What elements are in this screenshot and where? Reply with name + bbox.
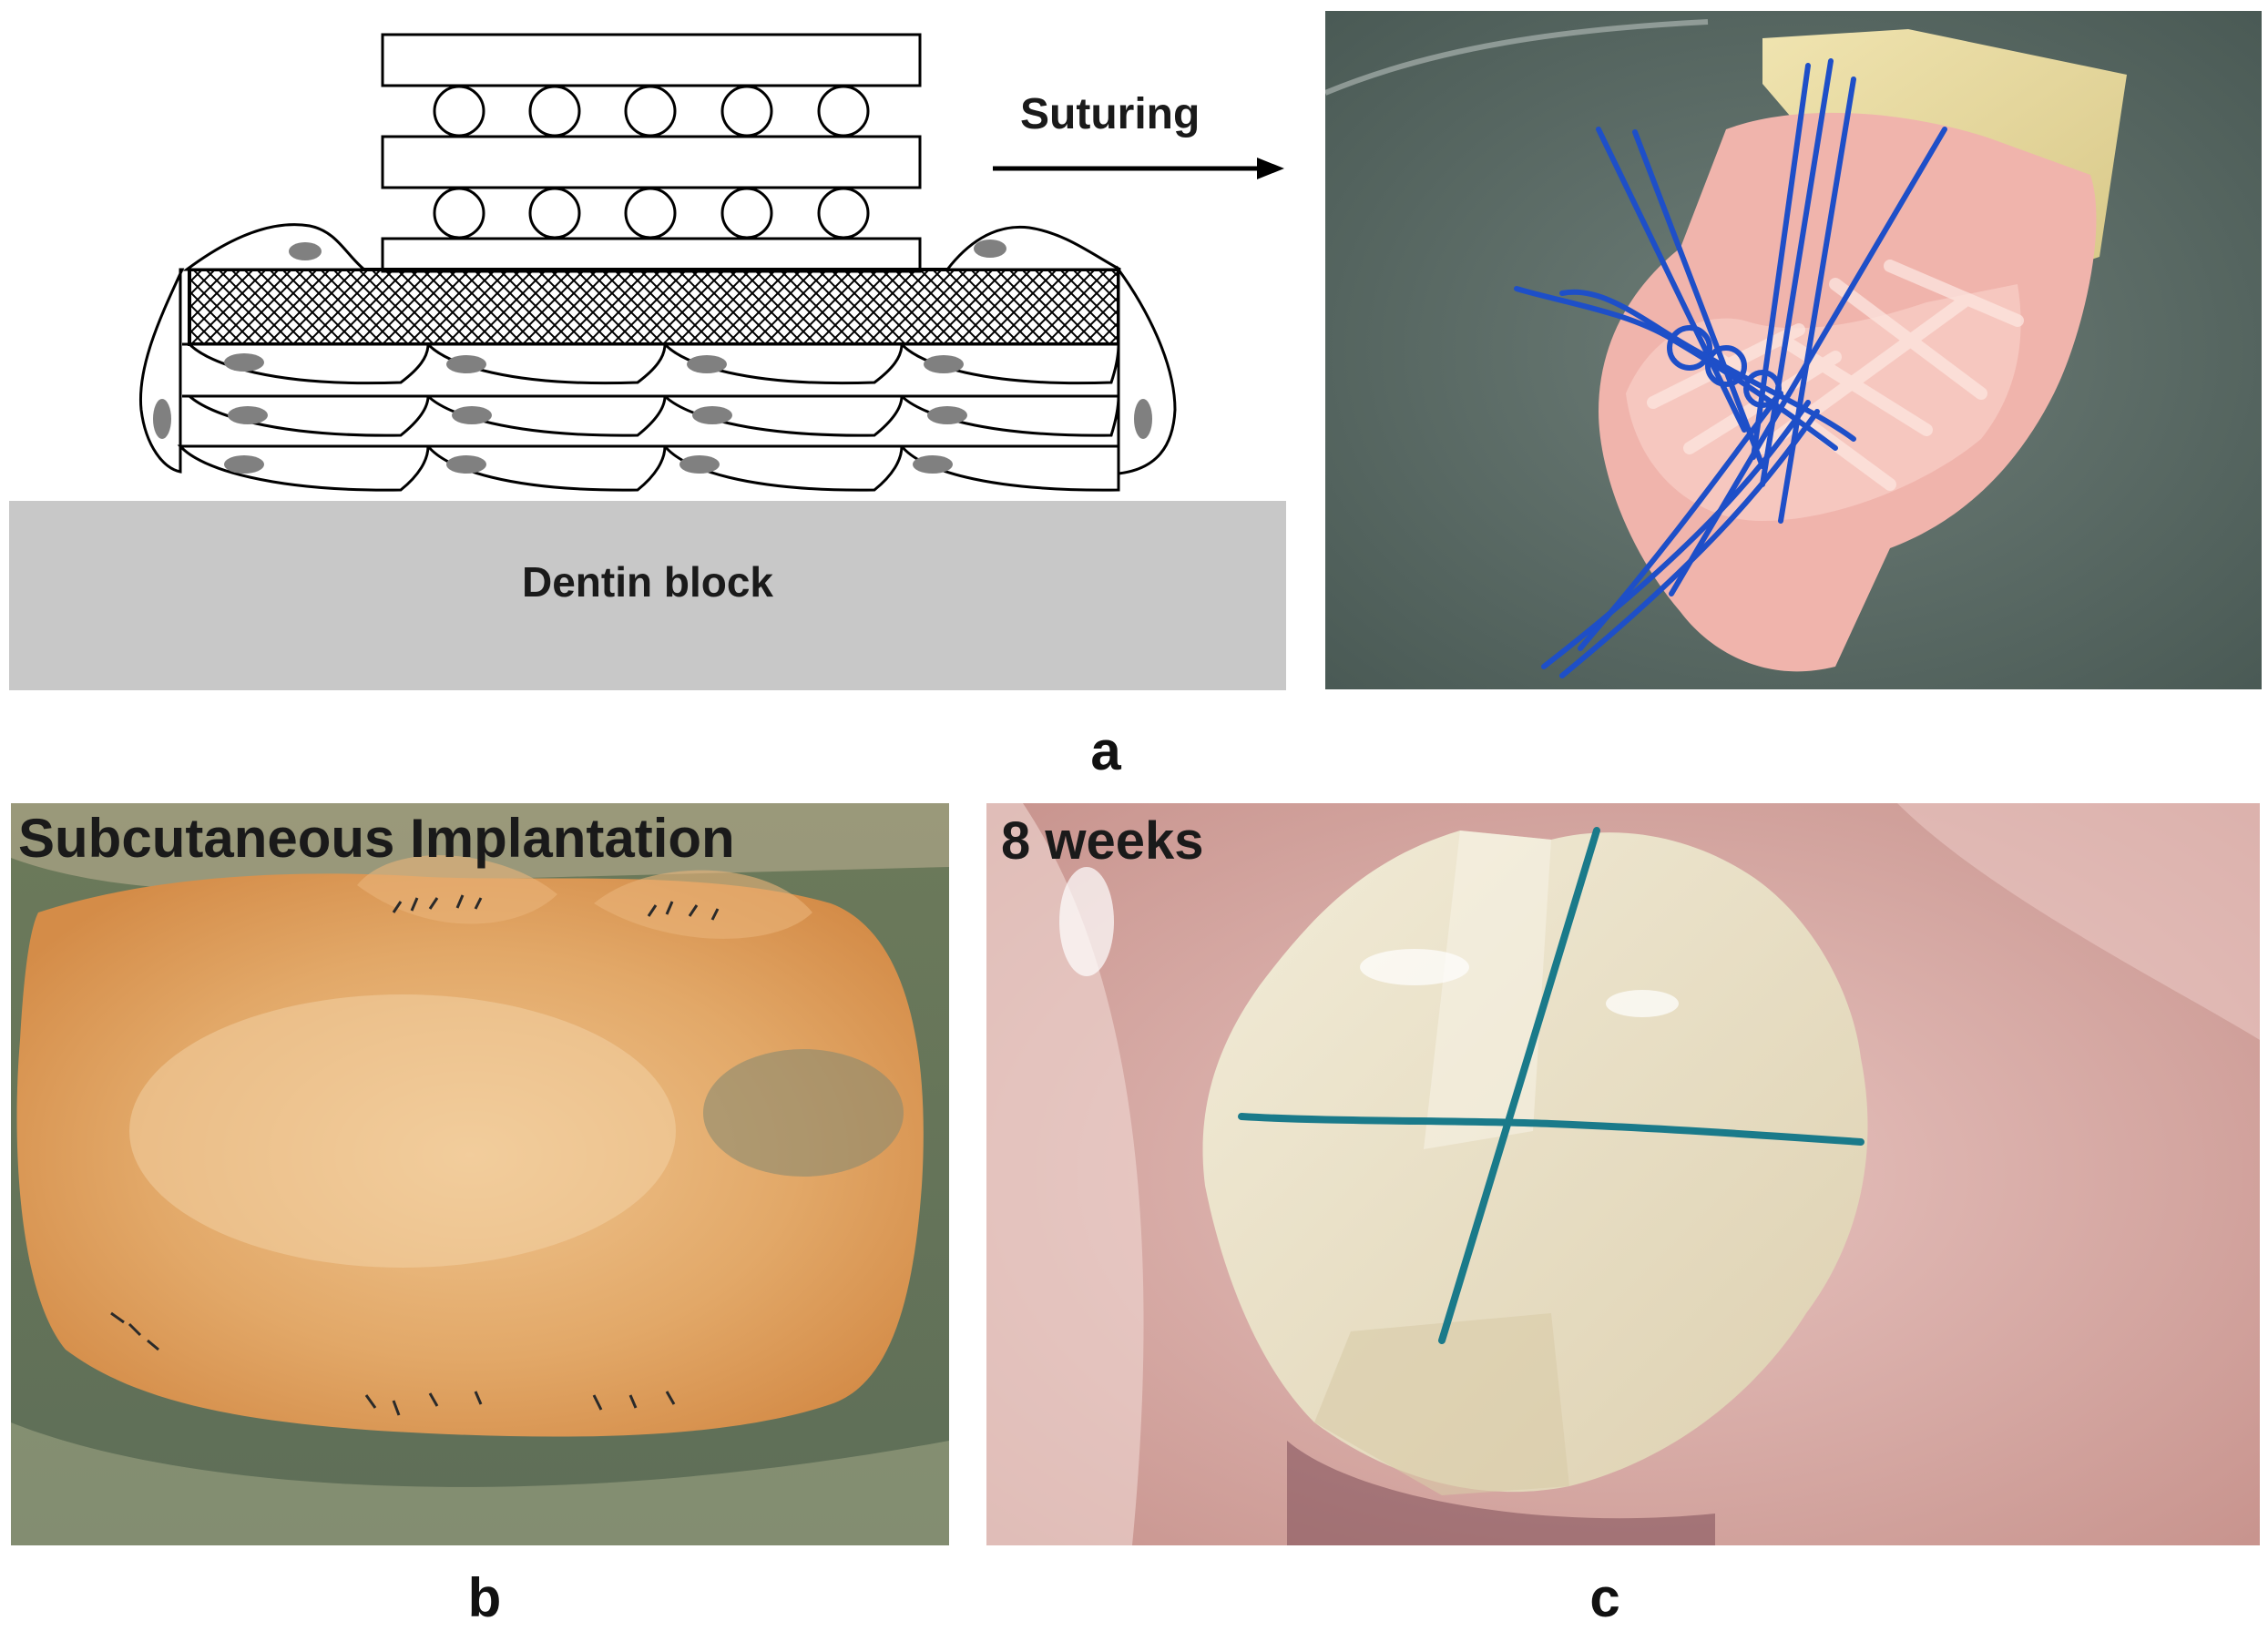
panel-label-b: b xyxy=(467,1567,502,1628)
cell-right-vertical xyxy=(1117,265,1177,475)
suture-threads xyxy=(1514,58,1947,678)
implant-construct xyxy=(1202,831,1868,1493)
cell-layer-2 xyxy=(186,394,1120,437)
hatched-membrane xyxy=(188,268,1120,346)
arrow-label: Suturing xyxy=(1020,90,1200,138)
panel-b-photo: Subcutaneous Implantation xyxy=(11,803,949,1545)
schematic-diagram xyxy=(9,33,1286,690)
panel-a-schematic: Dentin block xyxy=(0,0,1293,701)
cell-left-top xyxy=(182,223,369,271)
top-plate-1 xyxy=(381,33,922,87)
nucleus xyxy=(1134,399,1152,439)
cell-layer-3 xyxy=(177,444,1120,492)
dentin-block xyxy=(9,501,1286,690)
subcutaneous-label: Subcutaneous Implantation xyxy=(18,808,735,869)
suture-knots xyxy=(110,894,720,1416)
fiber-row-1 xyxy=(433,85,870,138)
fiber-row-2 xyxy=(433,187,870,240)
panel-label-a: a xyxy=(1090,720,1121,781)
right-arrow-icon xyxy=(993,158,1284,179)
top-plate-2 xyxy=(381,135,922,189)
time-point-label: 8 weeks xyxy=(1001,811,1204,871)
dentin-block-label: Dentin block xyxy=(521,558,774,606)
cell-layer-1 xyxy=(186,342,1120,385)
top-plate-3 xyxy=(381,237,922,273)
panel-label-c: c xyxy=(1589,1567,1620,1628)
nucleus xyxy=(974,240,1006,258)
cell-left-vertical xyxy=(138,268,185,474)
panel-a-photo xyxy=(1325,11,2262,689)
nucleus xyxy=(153,399,171,439)
nucleus xyxy=(289,242,322,260)
panel-c-photo: 8 weeks xyxy=(986,803,2260,1545)
teal-sutures xyxy=(1238,827,1864,1344)
cell-right-top xyxy=(944,225,1121,271)
